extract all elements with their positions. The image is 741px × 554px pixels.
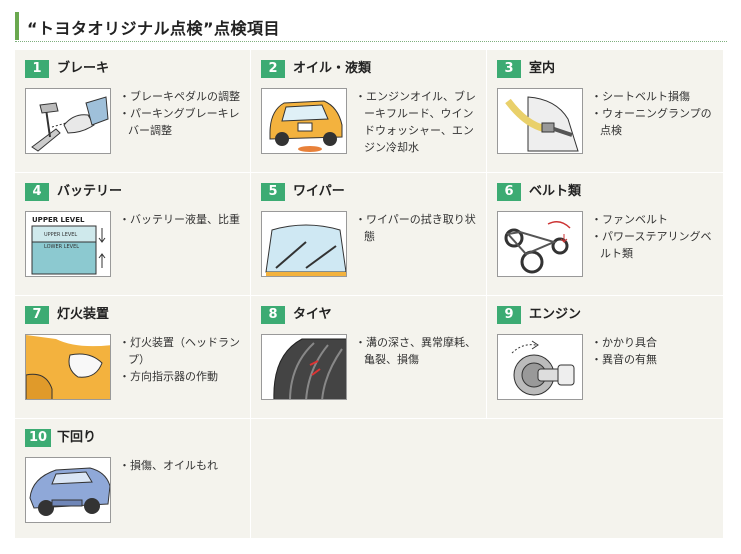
brake-pedal-icon bbox=[25, 88, 111, 154]
item-brake: 1 ブレーキ ・ブレーキペダルの調整 ・パーキングブレーキレバー調整 bbox=[15, 50, 249, 171]
wiper-icon bbox=[261, 211, 347, 277]
item-title: ベルト類 bbox=[529, 184, 582, 199]
item-point: ・パーキングブレーキレバー調整 bbox=[119, 107, 240, 137]
item-point: ・方向指示器の作動 bbox=[119, 370, 218, 383]
item-battery: 4 バッテリー UPPER LEVEL UPPER LEVEL LOWER LE… bbox=[15, 173, 249, 294]
item-title: 下回り bbox=[57, 430, 97, 445]
battery-upper-small-label: UPPER LEVEL bbox=[44, 232, 77, 238]
item-number: 10 bbox=[25, 429, 51, 447]
item-point: ・溝の深さ、異常摩耗、亀裂、損傷 bbox=[355, 336, 476, 366]
item-number: 2 bbox=[261, 60, 285, 78]
item-engine: 9 エンジン ・かかり具合 ・異音の有無 bbox=[487, 296, 721, 417]
item-point: ・損傷、オイルもれ bbox=[119, 459, 218, 472]
item-title: エンジン bbox=[529, 307, 582, 322]
item-point: ・ワイパーの拭き取り状態 bbox=[355, 213, 476, 243]
item-wiper: 5 ワイパー ・ワイパーの拭き取り状態 bbox=[251, 173, 485, 294]
item-point: ・灯火装置（ヘッドランプ） bbox=[119, 336, 240, 366]
item-description: ・ワイパーの拭き取り状態 bbox=[355, 211, 477, 245]
tire-tread-icon bbox=[261, 334, 347, 400]
grid-divider bbox=[15, 295, 723, 296]
item-description: ・シートベルト損傷 ・ウォーニングランプの点検 bbox=[591, 88, 713, 139]
item-point: ・異音の有無 bbox=[591, 353, 657, 366]
seatbelt-icon bbox=[497, 88, 583, 154]
inspection-grid: 1 ブレーキ ・ブレーキペダルの調整 ・パーキングブレーキレバー調整 2 オイル… bbox=[15, 50, 723, 538]
item-title: バッテリー bbox=[57, 184, 123, 199]
item-description: ・ブレーキペダルの調整 ・パーキングブレーキレバー調整 bbox=[119, 88, 241, 139]
item-point: ・かかり具合 bbox=[591, 336, 657, 349]
item-description: ・ファンベルト ・パワーステアリングベルト類 bbox=[591, 211, 713, 262]
item-belts: 6 ベルト類 ・ファンベルト ・パワーステアリングベルト類 bbox=[487, 173, 721, 294]
item-title: オイル・液類 bbox=[293, 61, 372, 76]
item-number: 5 bbox=[261, 183, 285, 201]
item-lights: 7 灯火装置 ・灯火装置（ヘッドランプ） ・方向指示器の作動 bbox=[15, 296, 249, 417]
item-undercarriage: 10 下回り ・損傷、オイルもれ bbox=[15, 419, 249, 540]
item-description: ・かかり具合 ・異音の有無 bbox=[591, 334, 713, 368]
item-number: 7 bbox=[25, 306, 49, 324]
item-title: 灯火装置 bbox=[57, 307, 110, 322]
item-description: ・エンジンオイル、ブレーキフルード、ウインドウォッシャー、エンジン冷却水 bbox=[355, 88, 477, 156]
item-tires: 8 タイヤ ・溝の深さ、異常摩耗、亀裂、損傷 bbox=[251, 296, 485, 417]
item-point: ・パワーステアリングベルト類 bbox=[591, 230, 712, 260]
item-description: ・バッテリー液量、比重 bbox=[119, 211, 241, 228]
item-description: ・溝の深さ、異常摩耗、亀裂、損傷 bbox=[355, 334, 477, 368]
header-divider bbox=[15, 41, 727, 42]
item-number: 8 bbox=[261, 306, 285, 324]
item-point: ・ウォーニングランプの点検 bbox=[591, 107, 712, 137]
item-interior: 3 室内 ・シートベルト損傷 ・ウォーニングランプの点検 bbox=[487, 50, 721, 171]
page-title: “トヨタオリジナル点検”点検項目 bbox=[27, 19, 281, 38]
car-underside-icon bbox=[25, 457, 111, 523]
item-number: 1 bbox=[25, 60, 49, 78]
fan-belt-icon bbox=[497, 211, 583, 277]
section-header: “トヨタオリジナル点検”点検項目 bbox=[15, 12, 727, 40]
item-title: 室内 bbox=[529, 61, 556, 76]
item-point: ・エンジンオイル、ブレーキフルード、ウインドウォッシャー、エンジン冷却水 bbox=[355, 90, 476, 154]
battery-upper-label: UPPER LEVEL bbox=[32, 216, 85, 224]
grid-divider bbox=[15, 172, 723, 173]
battery-lower-label: LOWER LEVEL bbox=[44, 244, 79, 250]
item-title: ブレーキ bbox=[57, 61, 110, 76]
item-number: 4 bbox=[25, 183, 49, 201]
item-description: ・損傷、オイルもれ bbox=[119, 457, 241, 474]
item-number: 3 bbox=[497, 60, 521, 78]
item-number: 6 bbox=[497, 183, 521, 201]
item-description: ・灯火装置（ヘッドランプ） ・方向指示器の作動 bbox=[119, 334, 241, 385]
item-title: タイヤ bbox=[293, 307, 332, 322]
car-oil-leak-icon bbox=[261, 88, 347, 154]
item-point: ・ブレーキペダルの調整 bbox=[119, 90, 240, 103]
grid-divider bbox=[250, 419, 251, 538]
item-point: ・バッテリー液量、比重 bbox=[119, 213, 240, 226]
ignition-key-icon bbox=[497, 334, 583, 400]
grid-divider bbox=[250, 50, 251, 418]
grid-divider bbox=[486, 50, 487, 418]
battery-level-icon: UPPER LEVEL UPPER LEVEL LOWER LEVEL bbox=[25, 211, 111, 277]
item-point: ・シートベルト損傷 bbox=[591, 90, 690, 103]
grid-divider bbox=[15, 418, 723, 419]
item-number: 9 bbox=[497, 306, 521, 324]
item-title: ワイパー bbox=[293, 184, 345, 199]
item-oil-fluids: 2 オイル・液類 ・エンジンオイル、ブレーキフルード、ウインドウォッシャー、エン… bbox=[251, 50, 485, 171]
headlight-icon bbox=[25, 334, 111, 400]
item-point: ・ファンベルト bbox=[591, 213, 668, 226]
